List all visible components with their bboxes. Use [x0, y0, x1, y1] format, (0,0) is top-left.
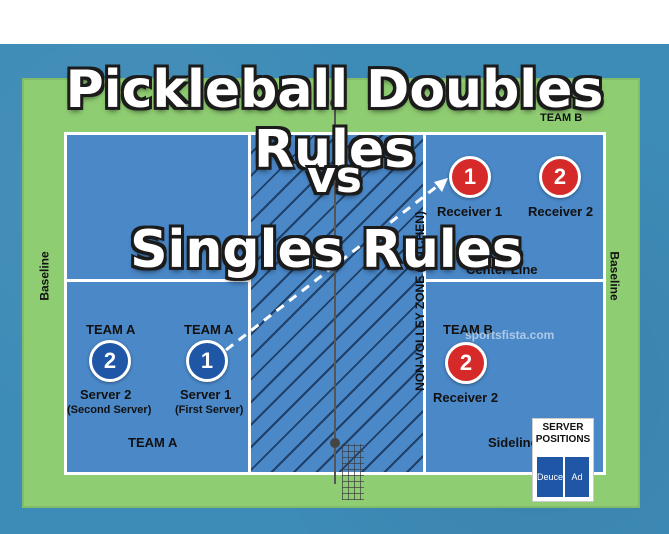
team-a-bottom-label: TEAM A: [128, 435, 178, 450]
sideline-label: Sideline: [488, 435, 538, 450]
non-volley-zone: [248, 135, 426, 472]
receiver-1-badge: 1: [449, 156, 491, 198]
center-line-right: [426, 279, 603, 282]
team-b-top-label: TEAM B: [540, 112, 583, 124]
illustration-stage: NON-VOLLEY ZONE (KITCHEN) Baseline Basel…: [0, 44, 669, 534]
kitchen-line-left: [248, 135, 251, 472]
receiver-1-label: Receiver 1: [437, 204, 503, 219]
receiver-2-label: Receiver 2: [528, 204, 594, 219]
server-1-badge: 1: [186, 340, 228, 382]
deuce-half: Deuce: [537, 457, 564, 497]
server-2-sub: (Second Server): [67, 404, 152, 416]
team-b-right-label: TEAM B: [443, 322, 493, 337]
server-positions-title: SERVER POSITIONS: [535, 422, 591, 445]
net-post: [334, 104, 336, 484]
server-1-sub: (First Server): [175, 404, 244, 416]
center-line-label: Center Line: [466, 262, 538, 277]
ad-half: Ad: [565, 457, 589, 497]
server-2-label: Server 2: [80, 387, 132, 402]
server-positions-box: SERVER POSITIONS Deuce Ad: [532, 418, 594, 502]
server-1-label: Server 1: [180, 387, 232, 402]
title-line-3: Singles Rules: [130, 220, 523, 280]
top-white-strip: [0, 0, 669, 44]
team-a-right-label: TEAM A: [184, 322, 234, 337]
receiver-2-badge: 2: [539, 156, 581, 198]
net-post-top: [330, 98, 340, 108]
title-line-1: Pickleball Doubles Rules: [65, 60, 604, 180]
team-a-left-label: TEAM A: [86, 322, 136, 337]
serve-arrow-icon: [225, 178, 448, 352]
center-line-left: [67, 279, 248, 282]
server-2-badge: 2: [89, 340, 131, 382]
kitchen-line-right: [423, 135, 426, 472]
title-line-2: vs: [307, 152, 362, 203]
watermark: sportsfista.com: [465, 328, 555, 342]
receiver-2b-label: Receiver 2: [433, 390, 499, 405]
net-mesh: [342, 444, 364, 500]
net-post-bottom: [330, 438, 340, 448]
receiver-2b-badge: 2: [445, 342, 487, 384]
